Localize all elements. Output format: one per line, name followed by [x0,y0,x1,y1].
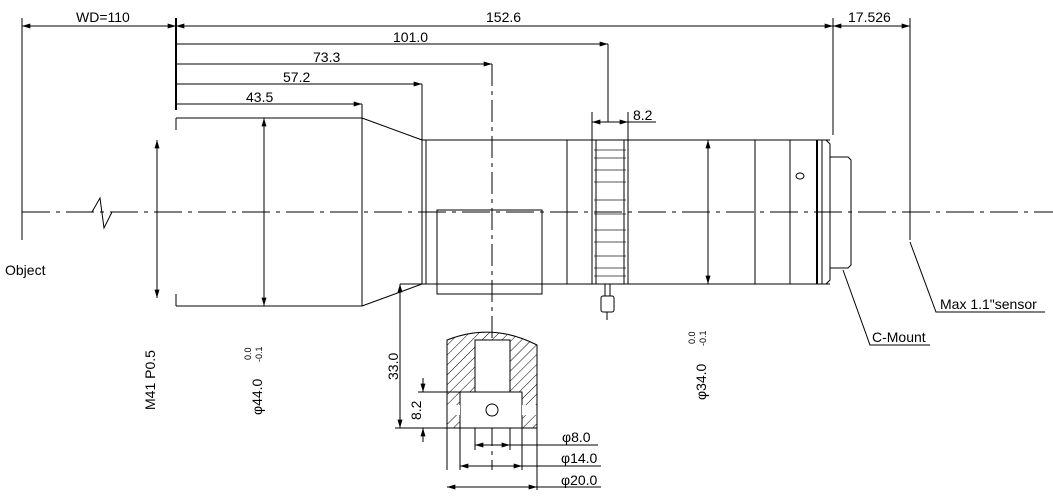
dim-height-8: 8.2 [408,378,460,442]
dim-thread: M41 P0.5 [142,139,160,410]
dim-dia34: φ34.0 0.0 -0.1 [687,139,711,400]
lock-screw [600,284,615,320]
svg-text:152.6: 152.6 [486,9,521,25]
svg-text:M41 P0.5: M41 P0.5 [142,350,158,410]
dim-wd: WD=110 [22,9,177,29]
dim-flange: 17.526 [832,9,911,29]
dim-ring-width: 8.2 [591,107,656,140]
svg-text:8.2: 8.2 [408,400,424,420]
svg-text:φ20.0: φ20.0 [561,472,598,488]
svg-text:101.0: 101.0 [393,29,428,45]
svg-text:0.0: 0.0 [243,347,253,360]
object-label: Object [5,262,46,278]
svg-text:φ14.0: φ14.0 [561,450,598,466]
dim-total-length: 152.6 [175,9,834,29]
sensor-callout: Max 1.1"sensor [909,241,1045,313]
svg-text:73.3: 73.3 [313,49,340,65]
dim-dia8: φ8.0 [475,429,598,448]
dim-dia44: φ44.0 0.0 -0.1 [243,118,267,415]
axis-break [91,196,113,230]
dim-57: 57.2 [176,69,422,87]
svg-text:φ8.0: φ8.0 [562,429,591,445]
dim-101: 101.0 [176,29,609,47]
c-mount-thread [830,156,852,269]
svg-text:Max 1.1"sensor: Max 1.1"sensor [940,296,1037,312]
mount-clamp-section [446,331,538,490]
svg-text:33.0: 33.0 [385,353,401,380]
svg-text:φ44.0: φ44.0 [249,378,265,415]
dim-dia14: φ14.0 [460,450,601,469]
svg-text:φ34.0: φ34.0 [693,363,709,400]
dim-height-33: 33.0 [385,283,447,429]
dim-43: 43.5 [176,89,362,107]
svg-text:-0.1: -0.1 [254,346,264,362]
svg-text:43.5: 43.5 [246,89,273,105]
svg-text:C-Mount: C-Mount [872,329,926,345]
dim-73: 73.3 [176,49,492,67]
svg-text:WD=110: WD=110 [76,9,130,25]
dim-dia20: φ20.0 [447,472,601,490]
svg-text:8.2: 8.2 [633,107,653,123]
c-mount-callout: C-Mount [842,269,930,346]
svg-text:57.2: 57.2 [283,69,310,85]
svg-text:-0.1: -0.1 [698,330,708,346]
svg-text:17.526: 17.526 [848,9,891,25]
side-mount-block [436,209,543,295]
svg-text:0.0: 0.0 [687,331,697,344]
